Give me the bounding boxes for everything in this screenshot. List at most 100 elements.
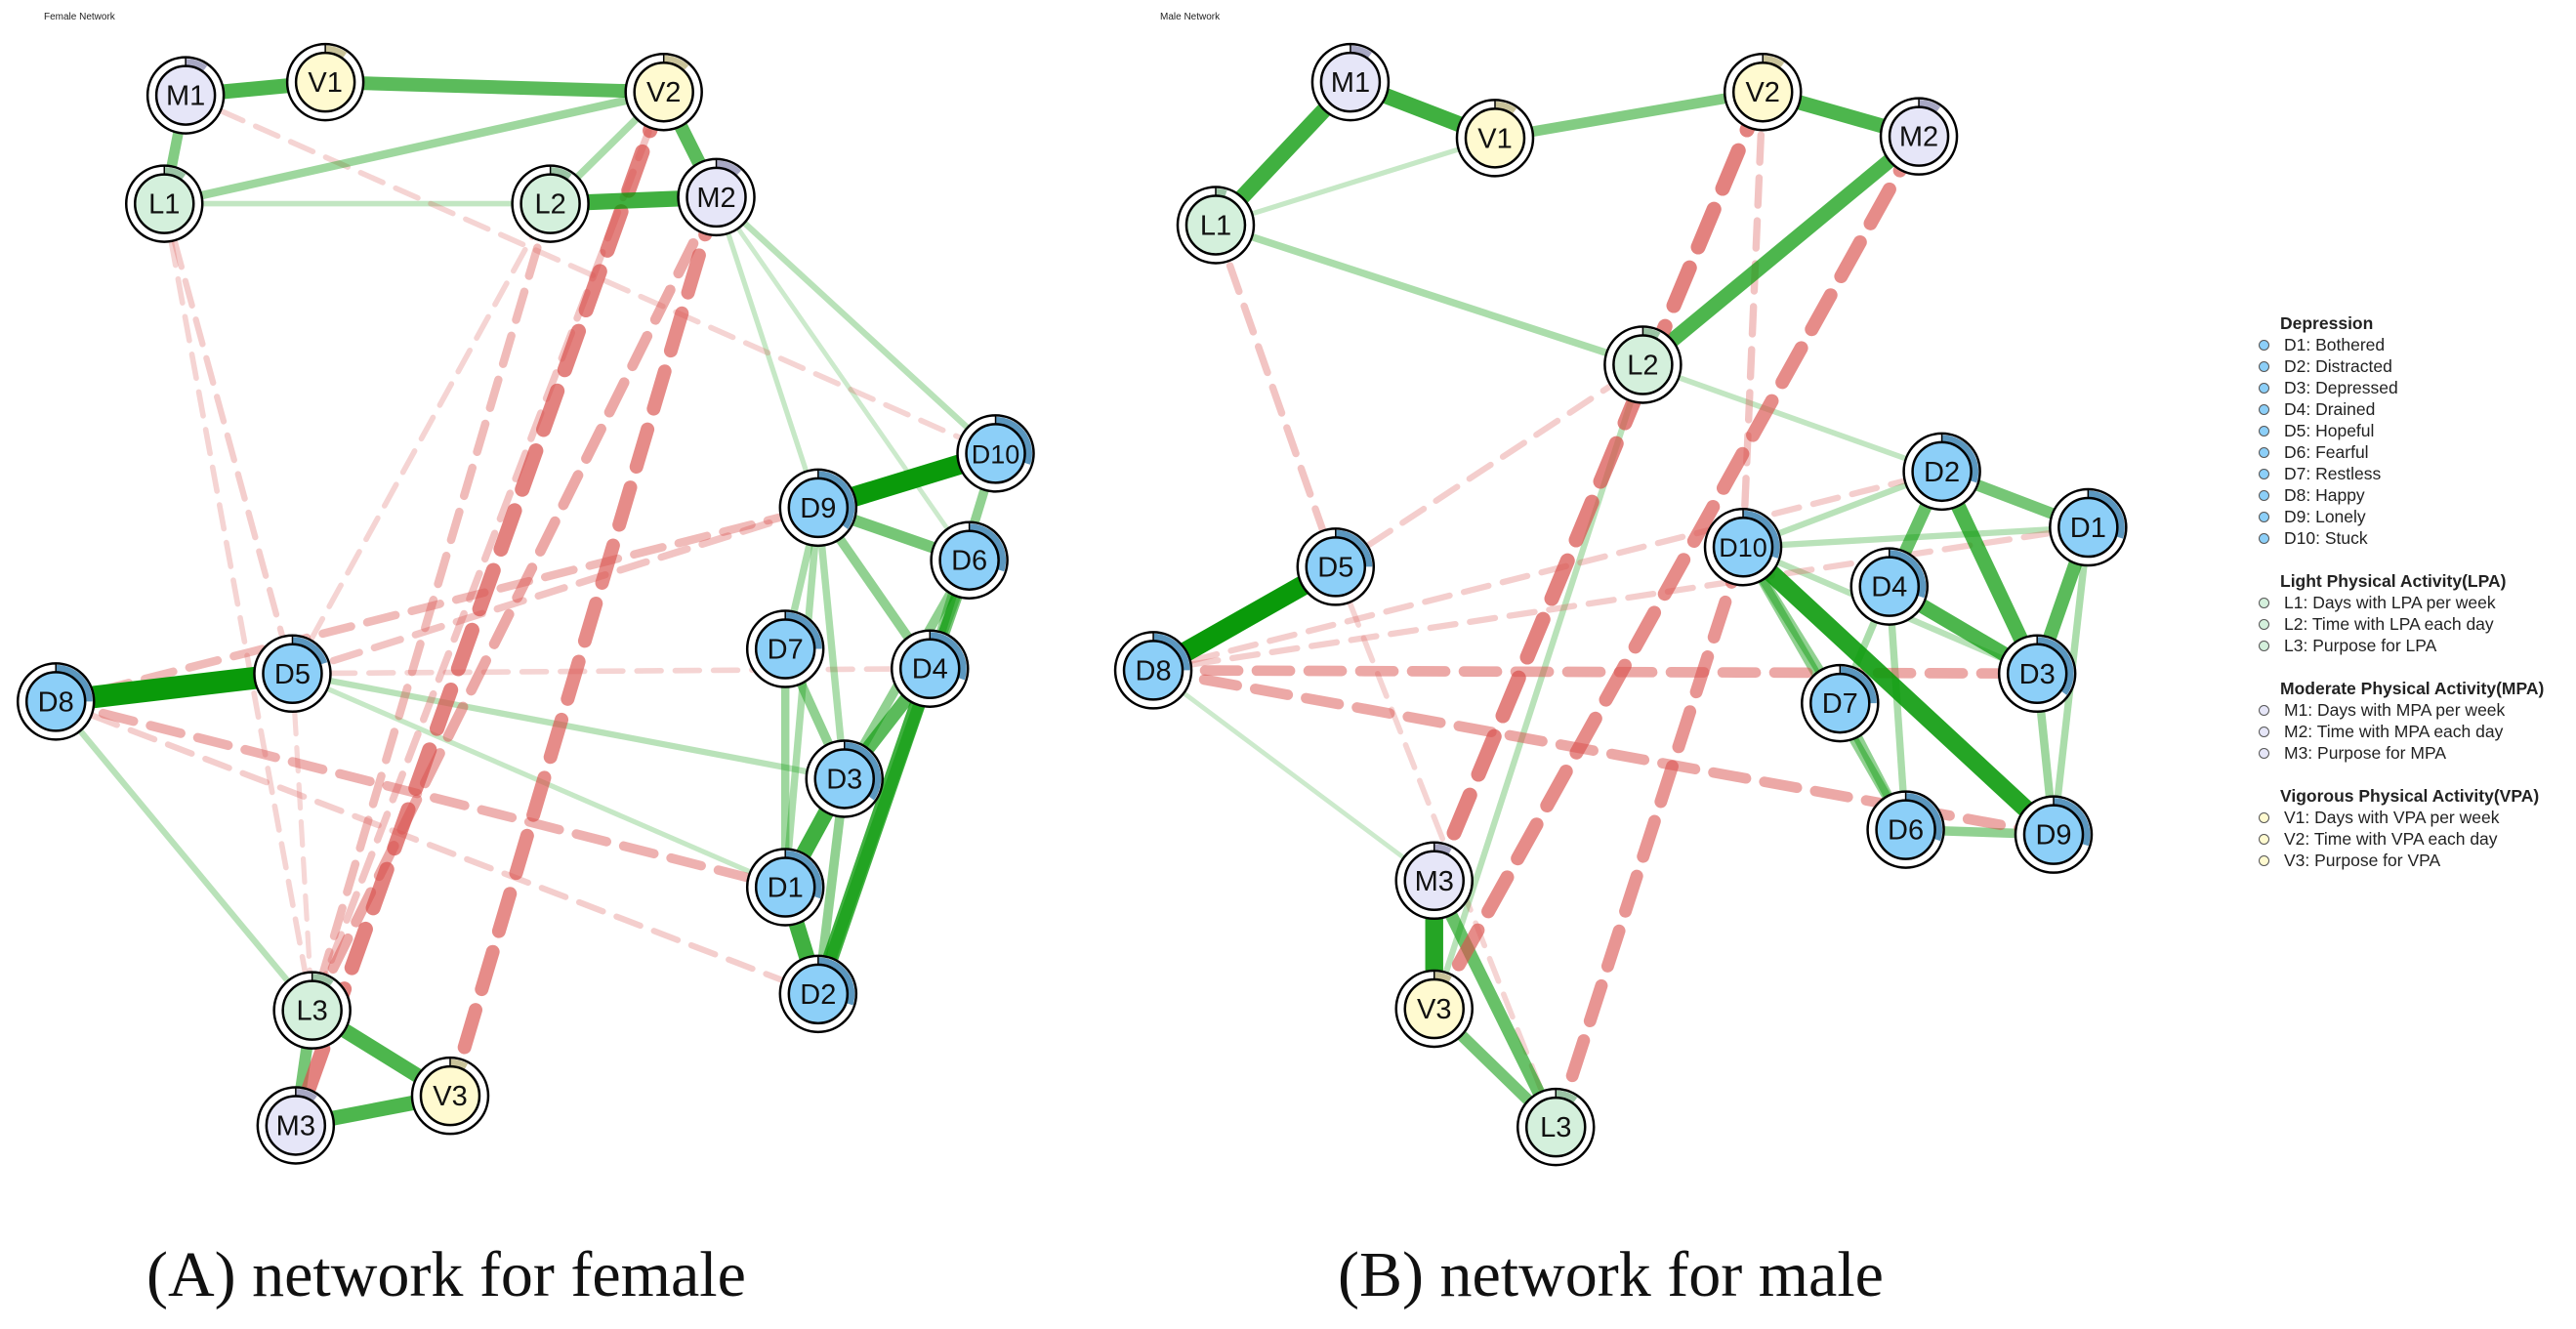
negative-edge-L1-D5 xyxy=(1212,221,1340,571)
node-D2[interactable]: D2 xyxy=(778,954,858,1034)
negative-edge-M2-V3 xyxy=(442,189,724,1103)
node-label: D9 xyxy=(800,493,836,524)
node-M1[interactable]: M1 xyxy=(1310,42,1391,122)
node-L1[interactable]: L1 xyxy=(124,164,204,243)
negative-edge-D8-D1 xyxy=(51,696,790,893)
node-D3[interactable]: D3 xyxy=(805,739,885,818)
node-D1[interactable]: D1 xyxy=(745,848,825,927)
legend-label: D7: Restless xyxy=(2284,464,2382,483)
predictability-ring xyxy=(969,523,1007,572)
negative-edge-L1-D5 xyxy=(161,200,296,677)
node-M2[interactable]: M2 xyxy=(677,157,756,237)
positive-edge-D8-D5 xyxy=(54,662,294,713)
node-M2[interactable]: M2 xyxy=(1879,97,1959,176)
legend-label: V3: Purpose for VPA xyxy=(2284,851,2441,870)
predictability-ring xyxy=(784,612,822,649)
legend-label: D3: Depressed xyxy=(2284,378,2398,397)
node-V1[interactable]: V1 xyxy=(285,42,365,122)
node-label: V2 xyxy=(1745,77,1779,108)
legend-heading: Moderate Physical Activity(MPA) xyxy=(2280,679,2545,698)
node-label: V1 xyxy=(1477,123,1512,154)
node-label: D8 xyxy=(1136,655,1172,686)
predictability-ring xyxy=(1941,435,1979,483)
predictability-ring xyxy=(56,664,93,702)
node-V3[interactable]: V3 xyxy=(410,1056,490,1136)
node-L2[interactable]: L2 xyxy=(1603,325,1683,404)
legend-label: D1: Bothered xyxy=(2284,335,2386,354)
legend-heading: Vigorous Physical Activity(VPA) xyxy=(2280,786,2540,806)
node-D4[interactable]: D4 xyxy=(1849,547,1930,626)
node-D7[interactable]: D7 xyxy=(1801,663,1880,743)
node-label: V2 xyxy=(646,77,681,108)
node-label: D7 xyxy=(1822,688,1858,720)
node-label: L1 xyxy=(1200,210,1231,241)
legend-heading: Depression xyxy=(2280,313,2374,333)
node-D10[interactable]: D10 xyxy=(956,414,1035,493)
legend-dot-icon xyxy=(2259,339,2269,351)
node-D3[interactable]: D3 xyxy=(1997,634,2077,714)
predictability-ring xyxy=(716,160,742,176)
node-D4[interactable]: D4 xyxy=(890,629,970,708)
node-label: M3 xyxy=(276,1110,315,1142)
predictability-ring xyxy=(1335,529,1373,567)
node-D10[interactable]: D10 xyxy=(1703,507,1783,587)
node-L1[interactable]: L1 xyxy=(1176,186,1256,265)
negative-edge-M1-D10 xyxy=(183,92,999,457)
legend-dot-icon xyxy=(2259,854,2269,866)
legend-item: D2: Distracted xyxy=(2246,355,2544,377)
node-label: M2 xyxy=(1899,122,1938,153)
node-D6[interactable]: D6 xyxy=(930,520,1009,600)
legend-dot-icon xyxy=(2259,425,2269,436)
node-D2[interactable]: D2 xyxy=(1902,432,1981,512)
node-D8[interactable]: D8 xyxy=(1113,631,1193,710)
node-label: M1 xyxy=(166,81,205,112)
node-M1[interactable]: M1 xyxy=(145,56,226,135)
legend-label: L3: Purpose for LPA xyxy=(2284,636,2437,655)
negative-edge-D8-D2 xyxy=(1149,468,1945,674)
legend-dot-icon xyxy=(2259,360,2269,372)
node-label: D3 xyxy=(2019,659,2056,690)
node-D9[interactable]: D9 xyxy=(2014,795,2094,874)
node-label: D8 xyxy=(38,686,74,718)
node-M3[interactable]: M3 xyxy=(1394,841,1474,921)
node-D9[interactable]: D9 xyxy=(778,468,858,548)
node-V1[interactable]: V1 xyxy=(1455,99,1535,178)
legend-group-L: Light Physical Activity(LPA)L1: Days wit… xyxy=(2246,570,2544,656)
predictability-ring xyxy=(1742,510,1780,559)
negative-edge-D5-L3 xyxy=(289,671,315,1014)
node-label: D1 xyxy=(2070,513,2106,544)
node-D7[interactable]: D7 xyxy=(745,609,825,688)
node-D5[interactable]: D5 xyxy=(253,634,332,714)
node-L3[interactable]: L3 xyxy=(272,971,352,1050)
node-V2[interactable]: V2 xyxy=(1723,52,1803,132)
legend-item: D6: Fearful xyxy=(2246,441,2544,463)
node-D1[interactable]: D1 xyxy=(2049,487,2128,567)
legend-label: V1: Days with VPA per week xyxy=(2284,808,2500,827)
negative-edge-D5-L3 xyxy=(1332,563,1559,1130)
node-label: L3 xyxy=(1540,1112,1571,1143)
node-label: D6 xyxy=(951,546,987,577)
negative-edge-V2-M3 xyxy=(288,84,672,1133)
node-D6[interactable]: D6 xyxy=(1866,790,1945,869)
node-L3[interactable]: L3 xyxy=(1516,1087,1596,1167)
negative-edge-L1-L3 xyxy=(161,200,315,1014)
node-M3[interactable]: M3 xyxy=(256,1086,336,1165)
positive-edge-D4-D2 xyxy=(810,666,937,997)
node-label: V3 xyxy=(1417,994,1451,1025)
node-D8[interactable]: D8 xyxy=(16,662,96,741)
node-D5[interactable]: D5 xyxy=(1296,527,1376,606)
predictability-ring xyxy=(1905,793,1943,842)
predictability-ring xyxy=(1152,633,1190,671)
node-V3[interactable]: V3 xyxy=(1394,969,1474,1049)
legend-dot-icon xyxy=(2259,511,2269,522)
negative-edge-D5-D4 xyxy=(289,665,934,677)
legend-dot-icon xyxy=(2259,382,2269,394)
node-V2[interactable]: V2 xyxy=(624,52,703,132)
node-L2[interactable]: L2 xyxy=(511,164,590,243)
legend-item: V2: Time with VPA each day xyxy=(2246,828,2544,850)
node-label: D9 xyxy=(2035,820,2071,851)
positive-edge-D9-D1 xyxy=(781,507,822,888)
legend-item: L1: Days with LPA per week xyxy=(2246,592,2544,613)
legend-item: D5: Hopeful xyxy=(2246,420,2544,441)
